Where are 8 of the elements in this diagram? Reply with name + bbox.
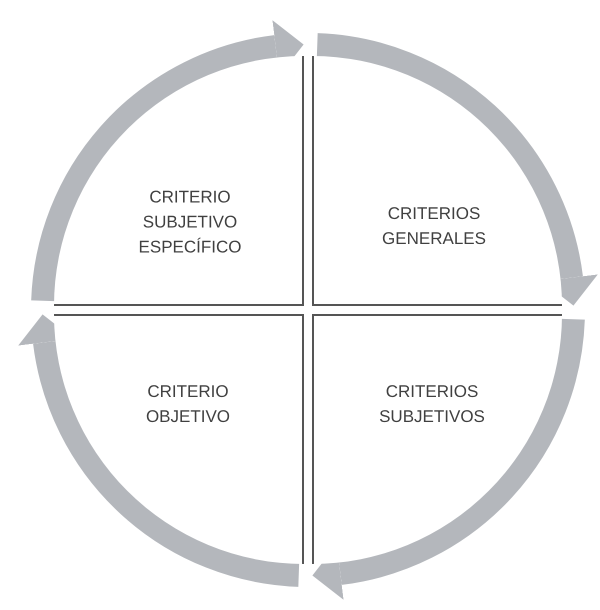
quadrant-label: CRITERIO OBJETIVO — [144, 381, 232, 428]
cycle-arrow — [312, 318, 585, 600]
cycle-arrow — [316, 33, 598, 306]
cycle-arrow — [31, 20, 304, 302]
cycle-arrow — [18, 314, 300, 587]
quadrant-label: CRITERIOS SUBJETIVOS — [378, 381, 486, 428]
quadrant-label: CRITERIOS GENERALES — [381, 203, 487, 250]
quadrant-label: CRITERIO SUBJETIVO ESPECÍFICO — [138, 186, 242, 258]
